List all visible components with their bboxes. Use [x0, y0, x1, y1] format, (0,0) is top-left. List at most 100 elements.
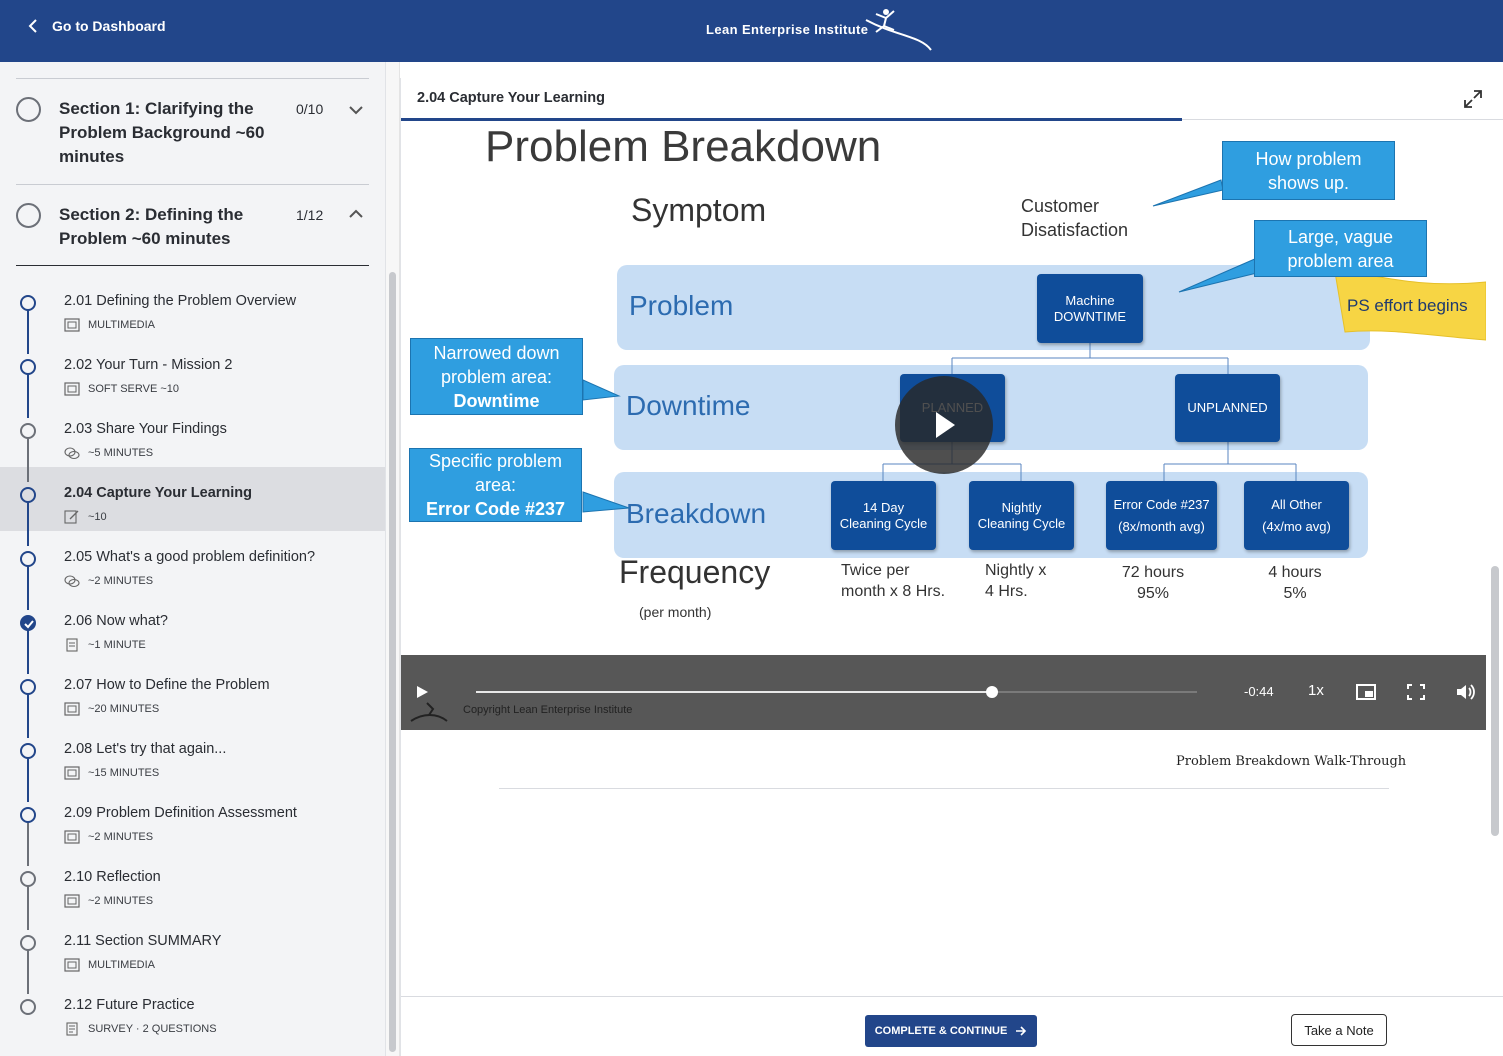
section-progress-count: 0/10	[296, 101, 324, 117]
box-line: (4x/mo avg)	[1262, 518, 1331, 534]
big-play-button[interactable]	[895, 376, 993, 474]
frequency-value: Nightly x 4 Hrs.	[985, 560, 1046, 602]
lesson-status-circle	[20, 807, 36, 823]
problem-band	[617, 265, 1370, 350]
lesson-title: 2.03 Share Your Findings	[64, 421, 227, 437]
box-line: Cleaning Cycle	[977, 515, 1066, 531]
timeline-connector	[27, 694, 29, 738]
expand-icon[interactable]	[1463, 89, 1483, 109]
row-label-breakdown: Breakdown	[626, 498, 767, 529]
complete-continue-button[interactable]: COMPLETE & CONTINUE	[865, 1015, 1037, 1047]
nightly-box: Nightly Cleaning Cycle	[969, 481, 1074, 550]
sidebar-scrollbar[interactable]	[389, 272, 396, 1052]
frequency-value: 72 hours 95%	[1121, 562, 1185, 604]
freq-line: 95%	[1136, 585, 1170, 602]
lesson-status-circle	[20, 935, 36, 951]
freq-line: 72 hours	[1121, 564, 1185, 581]
freq-line: Nightly x	[985, 562, 1047, 579]
video-caption: Problem Breakdown Walk-Through	[1176, 754, 1407, 769]
chevron-up-icon[interactable]	[349, 207, 363, 221]
day14-box: 14 Day Cleaning Cycle	[831, 481, 936, 550]
lesson-meta: ~20 MINUTES	[64, 702, 159, 716]
lesson-heading: 2.04 Capture Your Learning	[417, 90, 606, 106]
video-controls: Copyright Lean Enterprise Institute -0:4…	[401, 655, 1486, 730]
lesson-meta: ~2 MINUTES	[64, 830, 153, 844]
multimedia-icon	[64, 766, 80, 780]
timeline-connector	[27, 566, 29, 610]
freq-line: Twice per	[841, 562, 910, 579]
timeline-connector	[27, 822, 29, 866]
lesson-item[interactable]: 2.11 Section SUMMARY MULTIMEDIA	[0, 915, 385, 979]
lesson-meta-text: ~5 MINUTES	[88, 447, 154, 459]
lesson-meta: ~1 MINUTE	[64, 638, 146, 652]
freq-line: month x 8 Hrs.	[841, 583, 946, 600]
section-2[interactable]: Section 2: Defining the Problem ~60 minu…	[16, 184, 369, 266]
per-month-label: (per month)	[639, 604, 712, 620]
lesson-title: 2.06 Now what?	[64, 613, 168, 629]
lesson-item[interactable]: 2.10 Reflection ~2 MINUTES	[0, 851, 385, 915]
lesson-title: 2.09 Problem Definition Assessment	[64, 805, 297, 821]
lesson-content: 2.04 Capture Your Learning Problem Break…	[400, 78, 1503, 1056]
lesson-item[interactable]: 2.08 Let's try that again... ~15 MINUTES	[0, 723, 385, 787]
picture-in-picture-icon[interactable]	[1355, 682, 1377, 702]
lei-logo[interactable]: Lean Enterprise Institute	[706, 6, 932, 52]
section-1[interactable]: Section 1: Clarifying the Problem Backgr…	[16, 78, 369, 184]
top-bar: Go to Dashboard Lean Enterprise Institut…	[0, 0, 1503, 62]
video-frame[interactable]: Problem Breakdown Symptom Customer Disat…	[401, 122, 1486, 655]
go-to-dashboard-link[interactable]: Go to Dashboard	[28, 18, 166, 34]
box-line: Nightly	[1001, 499, 1042, 515]
frequency-label: Frequency	[619, 554, 771, 590]
content-scrollbar[interactable]	[1491, 566, 1499, 836]
callout-line: How problem	[1255, 148, 1362, 169]
take-a-note-button[interactable]: Take a Note	[1291, 1014, 1387, 1046]
callout-line: Large, vague	[1287, 226, 1394, 247]
multimedia-icon	[64, 830, 80, 844]
error-code-box: Error Code #237 (8x/month avg)	[1106, 481, 1217, 550]
fullscreen-icon[interactable]	[1405, 682, 1427, 702]
video-seek-handle[interactable]	[985, 686, 998, 698]
symptom-label: Symptom	[631, 192, 767, 228]
volume-icon[interactable]	[1455, 682, 1477, 702]
course-sidebar: Section 1: Clarifying the Problem Backgr…	[0, 62, 386, 1056]
logo-text: Lean Enterprise Institute	[706, 21, 869, 37]
lesson-meta-text: ~2 MINUTES	[88, 575, 154, 587]
frequency-value: 4 hours 5%	[1261, 562, 1329, 604]
lesson-status-circle	[20, 359, 36, 375]
lesson-item[interactable]: 2.01 Defining the Problem Overview MULTI…	[0, 275, 385, 339]
callout-line: problem area:	[440, 366, 553, 387]
watermark-logo-icon	[410, 702, 448, 722]
lesson-item[interactable]: 2.06 Now what? ~1 MINUTE	[0, 595, 385, 659]
lesson-item[interactable]: 2.12 Future Practice SURVEY · 2 QUESTION…	[0, 979, 385, 1043]
multimedia-icon	[64, 702, 80, 716]
chevron-down-icon[interactable]	[349, 103, 363, 117]
lesson-meta-text: ~2 MINUTES	[88, 895, 154, 907]
section-title: Section 1: Clarifying the Problem Backgr…	[59, 99, 265, 166]
runner-logo-icon	[865, 9, 932, 51]
playback-rate-button[interactable]: 1x	[1308, 682, 1324, 699]
lesson-meta: ~10	[64, 510, 107, 524]
callout-shows-up: How problem shows up.	[1222, 141, 1395, 200]
lesson-item[interactable]: 2.05 What's a good problem definition? ~…	[0, 531, 385, 595]
lesson-item-current[interactable]: 2.04 Capture Your Learning ~10	[0, 467, 385, 531]
callout-vague-area: Large, vague problem area	[1254, 220, 1427, 277]
lesson-status-circle	[20, 999, 36, 1015]
lesson-meta-text: MULTIMEDIA	[88, 959, 156, 971]
callout-line: Downtime	[453, 390, 540, 411]
lesson-title: 2.04 Capture Your Learning	[64, 485, 253, 501]
lesson-item[interactable]: 2.02 Your Turn - Mission 2 SOFT SERVE ~1…	[0, 339, 385, 403]
customer-dissatisfaction: Customer Disatisfaction	[1021, 194, 1128, 242]
lesson-header: 2.04 Capture Your Learning	[401, 78, 1503, 121]
lesson-item[interactable]: 2.09 Problem Definition Assessment ~2 MI…	[0, 787, 385, 851]
lesson-status-circle	[20, 743, 36, 759]
timeline-connector	[27, 438, 29, 482]
play-icon[interactable]	[411, 682, 433, 702]
callout-narrowed: Narrowed down problem area: Downtime	[410, 338, 583, 415]
row-label-downtime: Downtime	[626, 390, 751, 421]
box-line: All Other	[1271, 496, 1322, 512]
lesson-item[interactable]: 2.03 Share Your Findings ~5 MINUTES	[0, 403, 385, 467]
lesson-item[interactable]: 2.07 How to Define the Problem ~20 MINUT…	[0, 659, 385, 723]
box-line: Cleaning Cycle	[839, 515, 928, 531]
timeline-connector	[27, 950, 29, 994]
frequency-value: Twice per month x 8 Hrs.	[841, 560, 945, 602]
freq-line: 5%	[1283, 585, 1307, 602]
